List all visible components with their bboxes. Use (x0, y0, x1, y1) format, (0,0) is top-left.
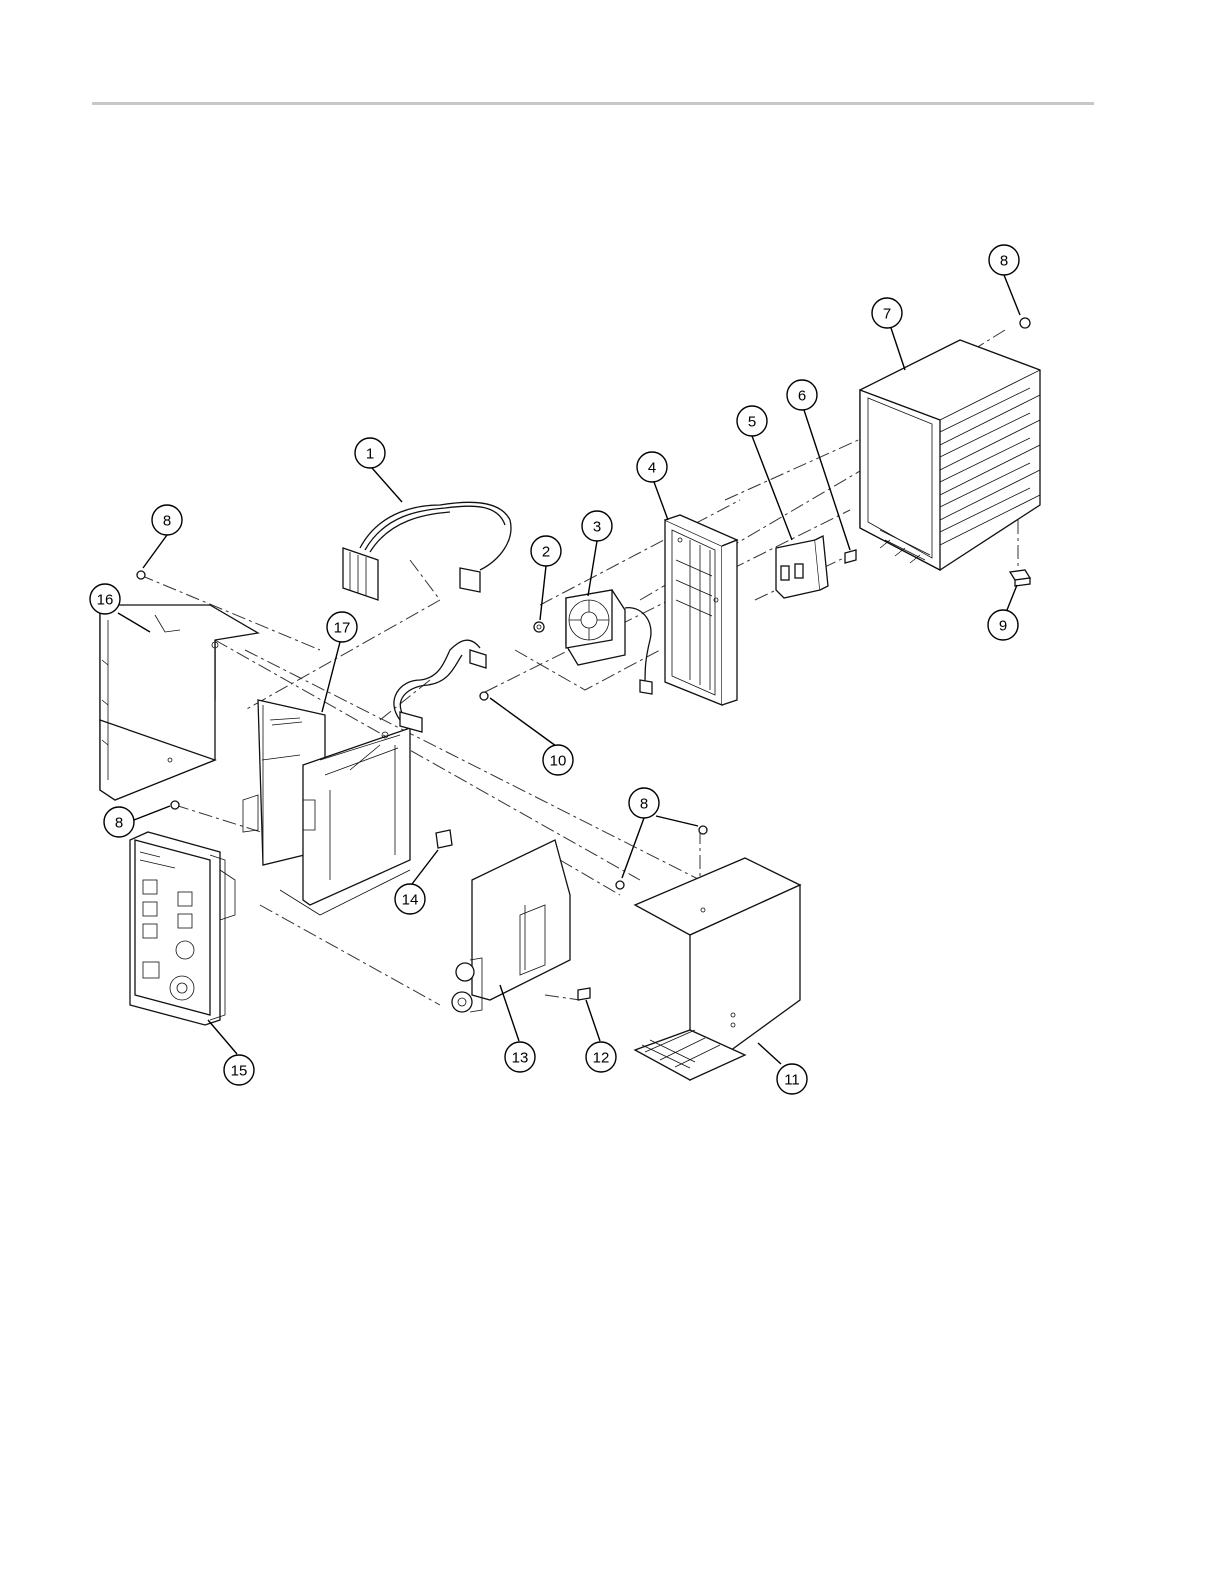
callout-2: 2 (531, 536, 561, 566)
power-entry-module (776, 536, 828, 598)
svg-text:5: 5 (748, 414, 756, 431)
screw (845, 550, 856, 563)
callout-9: 9 (988, 610, 1018, 640)
svg-text:4: 4 (648, 460, 656, 477)
cabinet-foot (1010, 570, 1030, 586)
callout-6: 6 (787, 380, 817, 410)
svg-text:7: 7 (883, 306, 891, 323)
screw (578, 988, 590, 1000)
svg-text:2: 2 (542, 544, 550, 561)
callout-4: 4 (637, 452, 667, 482)
connector-clip (436, 830, 452, 848)
callout-15: 15 (224, 1055, 254, 1085)
callout-7: 7 (872, 298, 902, 328)
callout-8-bottom: 8 (629, 788, 659, 818)
callout-5: 5 (737, 406, 767, 436)
svg-text:10: 10 (550, 753, 567, 770)
rear-panel (665, 515, 737, 705)
svg-text:17: 17 (334, 620, 351, 637)
cooling-fan (566, 590, 652, 694)
ribbon-cable (394, 640, 488, 732)
wire-harness (343, 502, 511, 600)
hex-nut (534, 622, 544, 632)
svg-text:16: 16 (97, 592, 114, 609)
front-panel (130, 832, 235, 1025)
callout-13: 13 (505, 1042, 535, 1072)
callout-14: 14 (395, 884, 425, 914)
svg-text:8: 8 (640, 796, 648, 813)
callout-1: 1 (355, 438, 385, 468)
svg-text:1: 1 (366, 446, 374, 463)
svg-text:9: 9 (999, 618, 1007, 635)
svg-text:14: 14 (402, 892, 419, 909)
callout-17: 17 (327, 612, 357, 642)
cabinet (860, 340, 1040, 570)
svg-text:8: 8 (115, 815, 123, 832)
svg-text:3: 3 (593, 519, 601, 536)
svg-text:8: 8 (163, 513, 171, 530)
callout-11: 11 (777, 1064, 807, 1094)
input-board (452, 840, 570, 1012)
svg-text:12: 12 (593, 1050, 610, 1067)
callout-12: 12 (586, 1042, 616, 1072)
callout-3: 3 (582, 511, 612, 541)
callout-10: 10 (543, 745, 573, 775)
svg-text:13: 13 (512, 1050, 529, 1067)
callout-8-top-right: 8 (989, 245, 1019, 275)
callout-16: 16 (90, 584, 120, 614)
svg-text:8: 8 (1000, 253, 1008, 270)
callout-8-left: 8 (152, 505, 182, 535)
svg-text:15: 15 (231, 1063, 248, 1080)
svg-text:6: 6 (798, 388, 806, 405)
chassis-side-panel (100, 605, 258, 800)
bottom-cover (635, 858, 800, 1080)
callout-8-front: 8 (104, 807, 134, 837)
svg-text:11: 11 (784, 1072, 800, 1089)
